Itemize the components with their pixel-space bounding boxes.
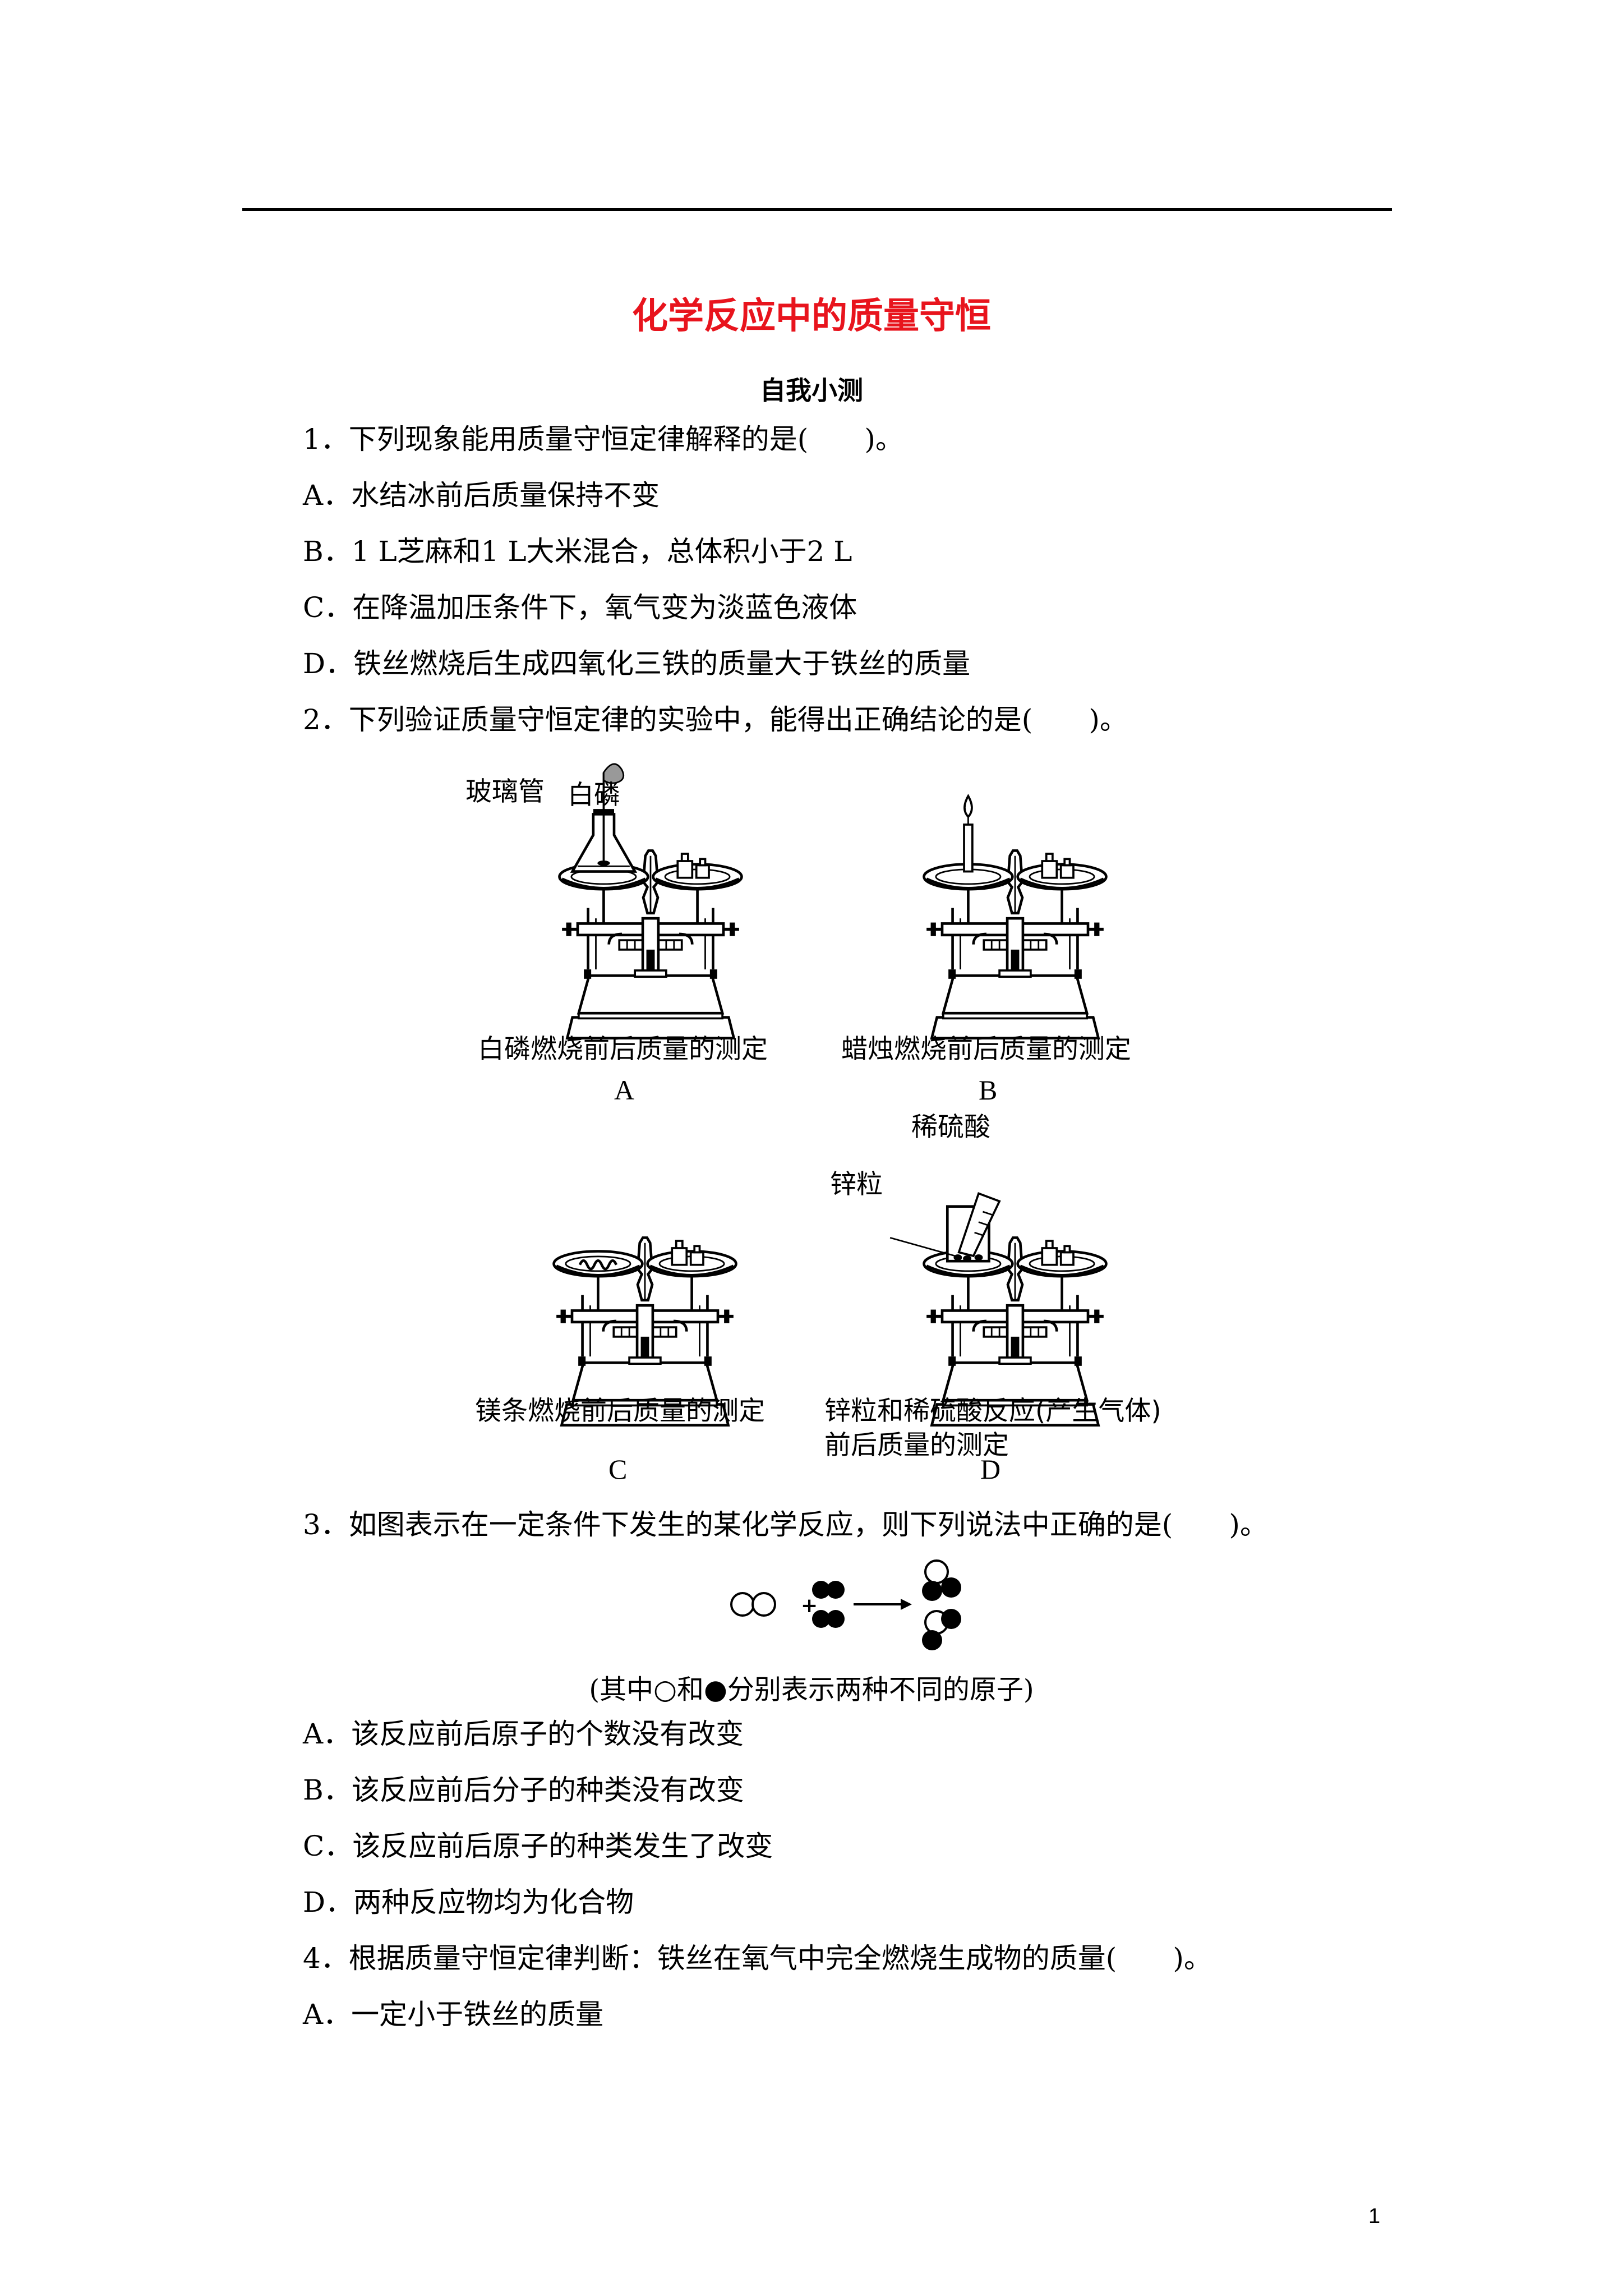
section-title: 自我小测 (760, 375, 863, 406)
document-title: 化学反应中的质量守恒 (632, 296, 991, 337)
label-white-phosphorus: 白磷 (568, 780, 620, 811)
q3-option-b: B．该反应前后分子的种类没有改变 (303, 1774, 744, 1806)
figure-c-letter: C (608, 1453, 628, 1485)
figure-d-caption-line1: 锌粒和稀硫酸反应(产生气体) (824, 1396, 1161, 1427)
figure-b-caption: 蜡烛燃烧前后质量的测定 (841, 1034, 1131, 1065)
reaction-diagram: + (730, 1559, 961, 1650)
figure-b-balance-candle (858, 794, 1172, 1043)
figure-d-letter: D (980, 1453, 1001, 1485)
q1-option-b: B．1 L芝麻和1 L大米混合，总体积小于2 L (303, 535, 852, 568)
q3-stem: 3．如图表示在一定条件下发生的某化学反应，则下列说法中正确的是( )。 (303, 1508, 1268, 1541)
q3-diagram-note: (其中○和●分别表示两种不同的原子) (589, 1674, 1034, 1705)
figure-d-balance-zinc-acid (889, 1192, 1172, 1430)
label-glass-tube: 玻璃管 (465, 776, 545, 807)
q4-stem: 4．根据质量守恒定律判断：铁丝在氧气中完全燃烧生成物的质量( )。 (303, 1942, 1212, 1975)
q1-option-c: C．在降温加压条件下，氧气变为淡蓝色液体 (303, 591, 857, 624)
q3-option-c: C．该反应前后原子的种类发生了改变 (303, 1830, 773, 1862)
reaction-plus-sign: + (801, 1594, 818, 1617)
figure-d-caption-line2: 前后质量的测定 (824, 1430, 1009, 1461)
label-dilute-sulfuric-acid: 稀硫酸 (911, 1112, 990, 1143)
figure-b-letter: B (979, 1074, 998, 1106)
q1-stem: 1．下列现象能用质量守恒定律解释的是( )。 (303, 423, 903, 455)
figure-c-caption: 镁条燃烧前后质量的测定 (475, 1396, 765, 1427)
page-number: 1 (1368, 2205, 1381, 2228)
header-rule (242, 208, 1392, 211)
q3-option-d: D．两种反应物均为化合物 (303, 1886, 634, 1918)
q1-option-a: A．水结冰前后质量保持不变 (303, 479, 660, 512)
q4-option-a: A．一定小于铁丝的质量 (303, 1998, 604, 2031)
figure-c-balance-magnesium (488, 1139, 802, 1430)
q3-option-a: A．该反应前后原子的个数没有改变 (303, 1718, 744, 1750)
q1-option-d: D．铁丝燃烧后生成四氧化三铁的质量大于铁丝的质量 (303, 647, 971, 680)
q2-stem: 2．下列验证质量守恒定律的实验中，能得出正确结论的是( )。 (303, 703, 1128, 736)
figure-a-balance-white-phosphorus (494, 763, 808, 1043)
figure-a-caption: 白磷燃烧前后质量的测定 (478, 1034, 768, 1065)
figure-a-letter: A (614, 1074, 635, 1106)
label-zinc-granules: 锌粒 (830, 1169, 883, 1200)
